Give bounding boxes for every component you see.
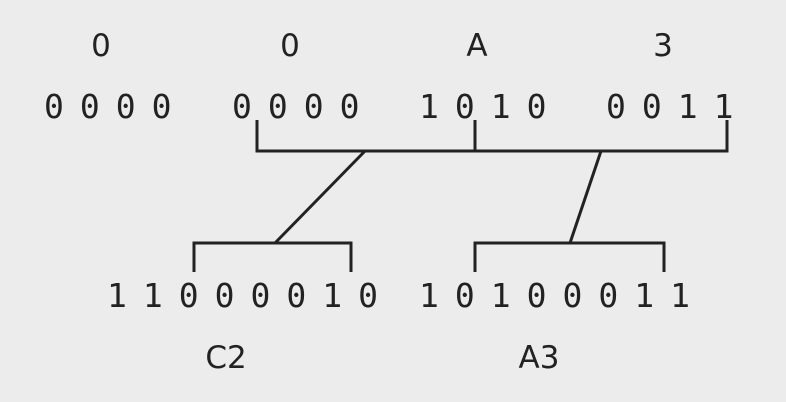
hex-digit-4: 3 xyxy=(653,28,673,64)
byte-1: 11000010 xyxy=(107,276,394,315)
connector-right xyxy=(568,150,603,244)
byte-label-1: C2 xyxy=(205,340,246,376)
hex-digit-2: 0 xyxy=(280,28,300,64)
nibble-4: 0011 xyxy=(606,87,749,126)
connector-left xyxy=(273,149,367,245)
byte-2: 10100011 xyxy=(419,276,706,315)
hex-digit-3: A xyxy=(466,28,487,64)
nibble-1: 0000 xyxy=(44,87,187,126)
hex-digit-1: 0 xyxy=(91,28,111,64)
top-bracket xyxy=(255,120,729,153)
byte-label-2: A3 xyxy=(519,340,560,376)
bracket-right xyxy=(473,241,666,272)
bracket-left xyxy=(192,241,353,272)
nibble-2: 0000 xyxy=(232,87,375,126)
nibble-3: 1010 xyxy=(419,87,562,126)
